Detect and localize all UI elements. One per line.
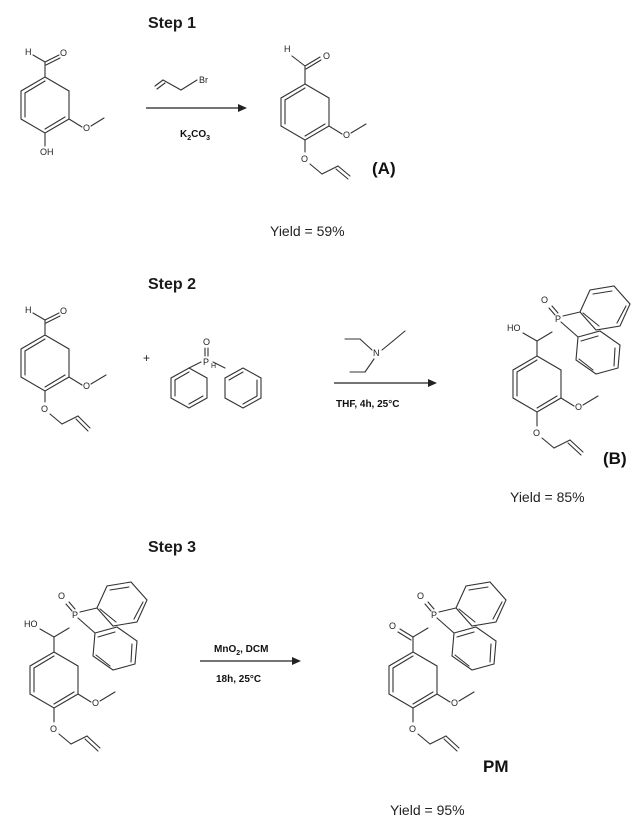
ether-o-atom: O — [50, 724, 57, 734]
step-1-conditions: K2CO3 — [180, 129, 210, 142]
step-3-title: Step 3 — [148, 539, 196, 556]
allyl-bromide-structure: Br — [154, 75, 208, 91]
vanillin-structure: H O O OH — [20, 47, 105, 157]
product-a-structure: H O O O — [280, 44, 367, 180]
plus-sign: + — [143, 351, 150, 365]
step-2-yield: Yield = 85% — [510, 489, 585, 505]
step-2-conditions: THF, 4h, 25°C — [336, 399, 399, 410]
hydroxyl-atom: HO — [507, 323, 521, 333]
ether-o-atom: O — [409, 724, 416, 734]
product-a-label: (A) — [372, 159, 396, 178]
hydroxyphosphine-oxide-structure: HO P O O O — [24, 581, 148, 752]
phosphoryl-o-atom: O — [203, 337, 210, 347]
phosphoryl-o-atom: O — [417, 591, 424, 601]
phosphorus-atom: P — [555, 314, 561, 324]
methoxy-o-atom: O — [343, 130, 350, 140]
product-pm-structure: O P O O O — [388, 581, 507, 752]
phosphoryl-o-atom: O — [58, 591, 65, 601]
phosphoryl-o-atom: O — [541, 295, 548, 305]
methoxy-o-atom: O — [83, 381, 90, 391]
step-3-reagents: MnO2, DCM — [214, 644, 268, 657]
step-3-yield: Yield = 95% — [390, 802, 465, 818]
ether-o-atom: O — [301, 154, 308, 164]
phosphorus-atom: P — [203, 357, 209, 367]
aldehyde-a-structure: H O O O — [20, 305, 107, 432]
aldehyde-h-atom: H — [284, 44, 291, 54]
aldehyde-o-atom: O — [60, 48, 67, 58]
methoxy-o-atom: O — [83, 123, 90, 133]
triethylamine-structure: N — [344, 330, 406, 373]
step-3-arrow — [200, 657, 301, 665]
ether-o-atom: O — [41, 404, 48, 414]
p-h-atom: H — [211, 363, 216, 370]
step-1-arrow — [146, 104, 247, 112]
ketone-o-atom: O — [389, 621, 396, 631]
methoxy-o-atom: O — [92, 698, 99, 708]
step-3-conditions: 18h, 25°C — [216, 674, 261, 685]
hydroxyl-atom: OH — [40, 147, 54, 157]
step-1-title: Step 1 — [148, 15, 196, 32]
product-b-structure: HO P O O O — [507, 285, 631, 456]
methoxy-o-atom: O — [575, 402, 582, 412]
bromine-atom: Br — [199, 75, 208, 85]
phosphorus-atom: P — [72, 610, 78, 620]
ether-o-atom: O — [533, 428, 540, 438]
diphenylphosphine-oxide-structure: O P H — [170, 337, 262, 409]
step-1-yield: Yield = 59% — [270, 223, 345, 239]
methoxy-o-atom: O — [451, 698, 458, 708]
aldehyde-o-atom: O — [323, 51, 330, 61]
product-pm-label: PM — [483, 757, 509, 776]
step-2-arrow — [334, 379, 437, 387]
aldehyde-o-atom: O — [60, 306, 67, 316]
hydroxyl-atom: HO — [24, 619, 38, 629]
product-b-label: (B) — [603, 449, 627, 468]
aldehyde-h-atom: H — [25, 305, 32, 315]
phosphorus-atom: P — [431, 610, 437, 620]
aldehyde-h-atom: H — [25, 47, 32, 57]
step-2-title: Step 2 — [148, 276, 196, 293]
nitrogen-atom: N — [373, 348, 380, 358]
